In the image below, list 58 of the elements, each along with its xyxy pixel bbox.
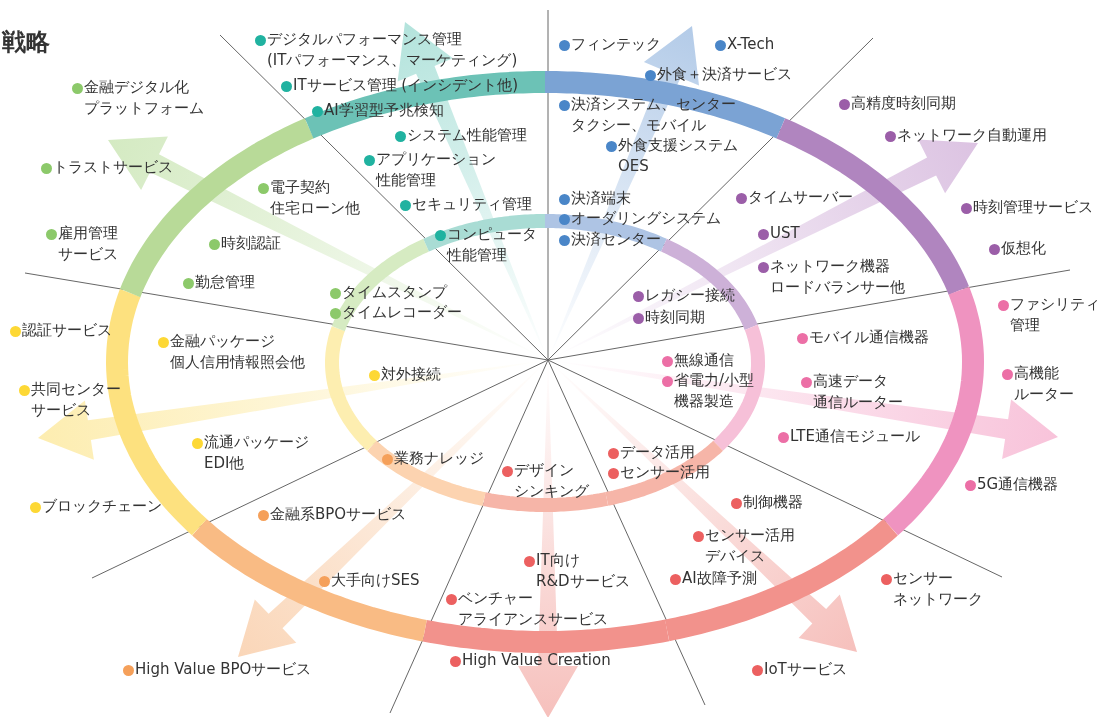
item-label: 時刻認証 bbox=[221, 233, 281, 254]
item-label: LTE通信モジュール bbox=[790, 426, 920, 447]
item-label: High Value Creation bbox=[462, 650, 611, 671]
item-label: 高速データ通信ルーター bbox=[813, 371, 903, 413]
item-label: IoTサービス bbox=[764, 659, 847, 680]
item-label: タイムレコーダー bbox=[342, 302, 462, 323]
item-label: ファシリティ管理 bbox=[1010, 294, 1100, 336]
item-label: フィンテック bbox=[571, 34, 661, 55]
item-label: 時刻管理サービス bbox=[973, 197, 1093, 218]
item-label: 金融パッケージ個人信用情報照会他 bbox=[170, 331, 305, 373]
item-label: トラストサービス bbox=[53, 157, 173, 178]
item-label: ブロックチェーン bbox=[42, 496, 162, 517]
item-label: デザインシンキング bbox=[514, 460, 589, 502]
item-label: AI故障予測 bbox=[682, 568, 757, 589]
item-label: アプリケーション性能管理 bbox=[376, 149, 496, 191]
item-label: 対外接続 bbox=[381, 364, 441, 385]
item-label: 決済端末 bbox=[571, 188, 631, 209]
item-label: 外食支援システムOES bbox=[618, 135, 738, 177]
item-label: センサーネットワーク bbox=[893, 568, 983, 610]
item-label: UST bbox=[770, 223, 800, 244]
item-label: 高精度時刻同期 bbox=[851, 93, 956, 114]
item-label: 流通パッケージEDI他 bbox=[204, 432, 309, 474]
item-label: 外食＋決済サービス bbox=[657, 64, 792, 85]
item-label: デジタルパフォーマンス管理(ITパフォーマンス、マーケティング) bbox=[267, 29, 518, 71]
item-label: 無線通信 bbox=[674, 350, 734, 371]
item-label: 仮想化 bbox=[1001, 238, 1046, 259]
item-label: 業務ナレッジ bbox=[394, 448, 484, 469]
item-label: 決済センター bbox=[571, 229, 661, 250]
item-label: 金融系BPOサービス bbox=[270, 504, 407, 525]
item-label: ネットワーク機器ロードバランサー他 bbox=[770, 256, 905, 298]
item-label: センサー活用 bbox=[620, 462, 710, 483]
item-label: タイムサーバー bbox=[748, 187, 853, 208]
item-label: X-Tech bbox=[727, 34, 775, 55]
item-label: High Value BPOサービス bbox=[135, 659, 312, 680]
item-label: データ活用 bbox=[620, 442, 695, 463]
item-label: レガシー接続 bbox=[645, 285, 735, 306]
item-label: システム性能管理 bbox=[407, 125, 527, 146]
item-label: コンピュータ性能管理 bbox=[447, 224, 537, 266]
item-label: 5G通信機器 bbox=[977, 474, 1059, 495]
item-label: オーダリングシステム bbox=[571, 208, 721, 229]
item-label: 時刻同期 bbox=[645, 307, 705, 328]
title: 戦略 bbox=[2, 27, 50, 58]
item-label: センサー活用デバイス bbox=[705, 525, 795, 567]
item-label: 電子契約住宅ローン他 bbox=[270, 177, 360, 219]
item-label: ネットワーク自動運用 bbox=[897, 125, 1047, 146]
item-label: セキュリティ管理 bbox=[412, 194, 532, 215]
item-label: 制御機器 bbox=[743, 492, 803, 513]
item-label: 大手向けSES bbox=[331, 570, 420, 591]
item-label: 金融デジタル化プラットフォーム bbox=[84, 77, 204, 119]
item-label: タイムスタンプ bbox=[342, 282, 447, 303]
item-label: 高機能ルーター bbox=[1014, 363, 1074, 405]
item-label: 認証サービス bbox=[22, 320, 112, 341]
item-label: 決済システム、センタータクシー、モバイル bbox=[571, 94, 736, 136]
item-label: モバイル通信機器 bbox=[809, 327, 929, 348]
item-label: 省電力/小型機器製造 bbox=[674, 370, 755, 412]
item-label: 共同センターサービス bbox=[31, 379, 121, 421]
item-label: 雇用管理サービス bbox=[58, 223, 118, 265]
item-label: 勤怠管理 bbox=[195, 272, 255, 293]
